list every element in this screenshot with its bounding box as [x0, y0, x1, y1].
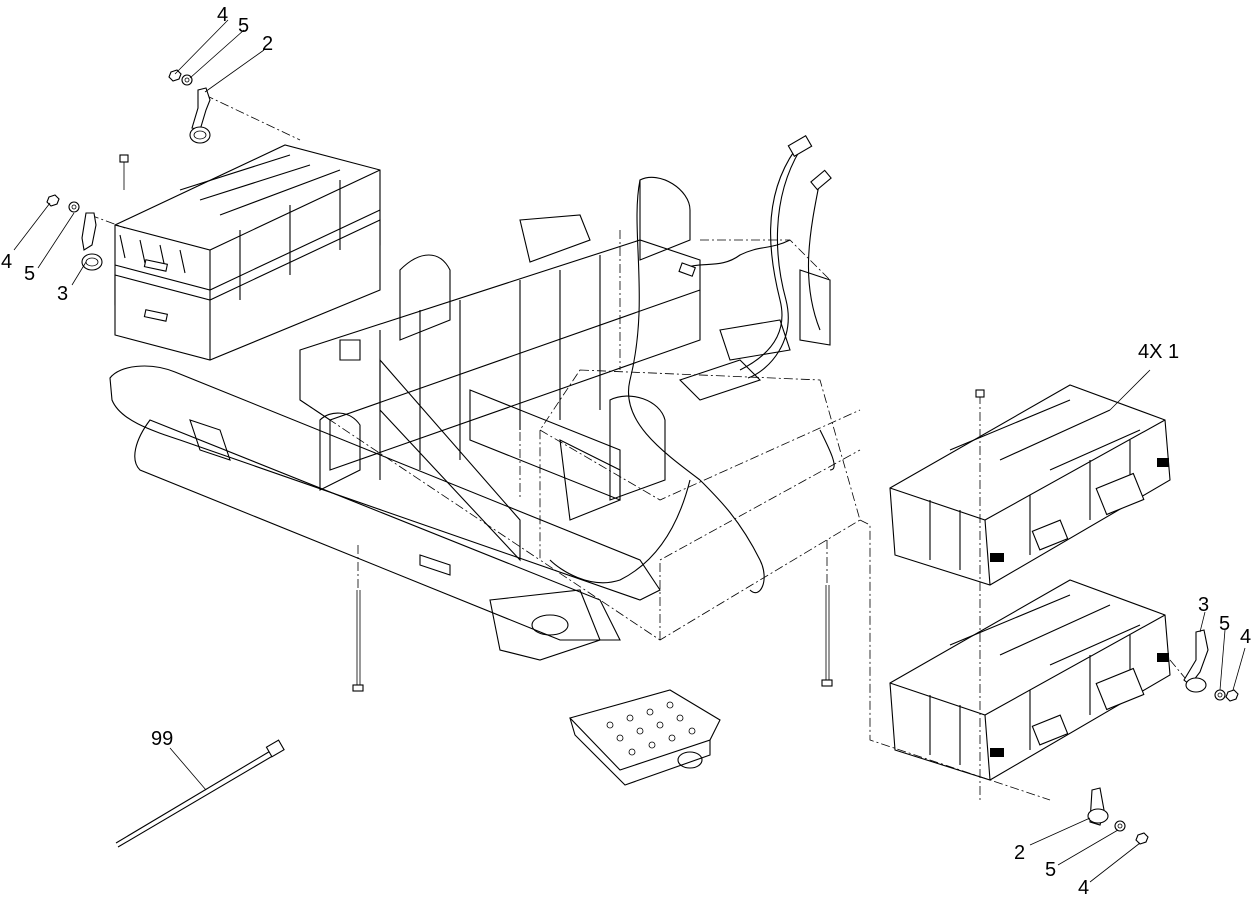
- right-terminal-hardware: [1169, 629, 1239, 702]
- cable-tie: [115, 739, 285, 848]
- callout-left-nut: 4: [1, 251, 12, 273]
- callout-top-washer: 5: [238, 15, 249, 37]
- battery-stack-left: [114, 144, 381, 361]
- callout-cable-tie: 99: [151, 728, 173, 750]
- frame-bolts: [352, 540, 833, 692]
- step-plate-holes: [606, 701, 696, 756]
- callout-bottom-cable: 2: [1014, 842, 1025, 864]
- battery-lower-right: [889, 579, 1171, 781]
- callout-top-nut: 4: [217, 4, 228, 26]
- callout-bottom-nut: 4: [1078, 877, 1089, 899]
- battery-tray-leader: [859, 519, 1051, 801]
- callout-right-nut: 4: [1240, 626, 1251, 648]
- callout-left-washer: 5: [24, 263, 35, 285]
- left-terminal-hardware: [46, 194, 103, 271]
- battery-upper-right: [889, 384, 1171, 586]
- bottom-terminal-hardware: [1087, 787, 1149, 845]
- callout-leaders: [13, 19, 1246, 883]
- callout-right-washer: 5: [1219, 613, 1230, 635]
- top-terminal-hardware: [168, 69, 211, 144]
- callout-bottom-washer: 5: [1045, 859, 1056, 881]
- leader-left-cable: [89, 214, 126, 229]
- callout-top-cable: 2: [262, 33, 273, 55]
- callout-battery-quantity: 4X 1: [1138, 341, 1179, 363]
- chassis-frame: [109, 176, 861, 786]
- leader-top-cable: [204, 94, 301, 141]
- callout-left-cable: 3: [57, 283, 68, 305]
- callout-right-cable: 3: [1198, 594, 1209, 616]
- wiring-harness: [549, 135, 835, 593]
